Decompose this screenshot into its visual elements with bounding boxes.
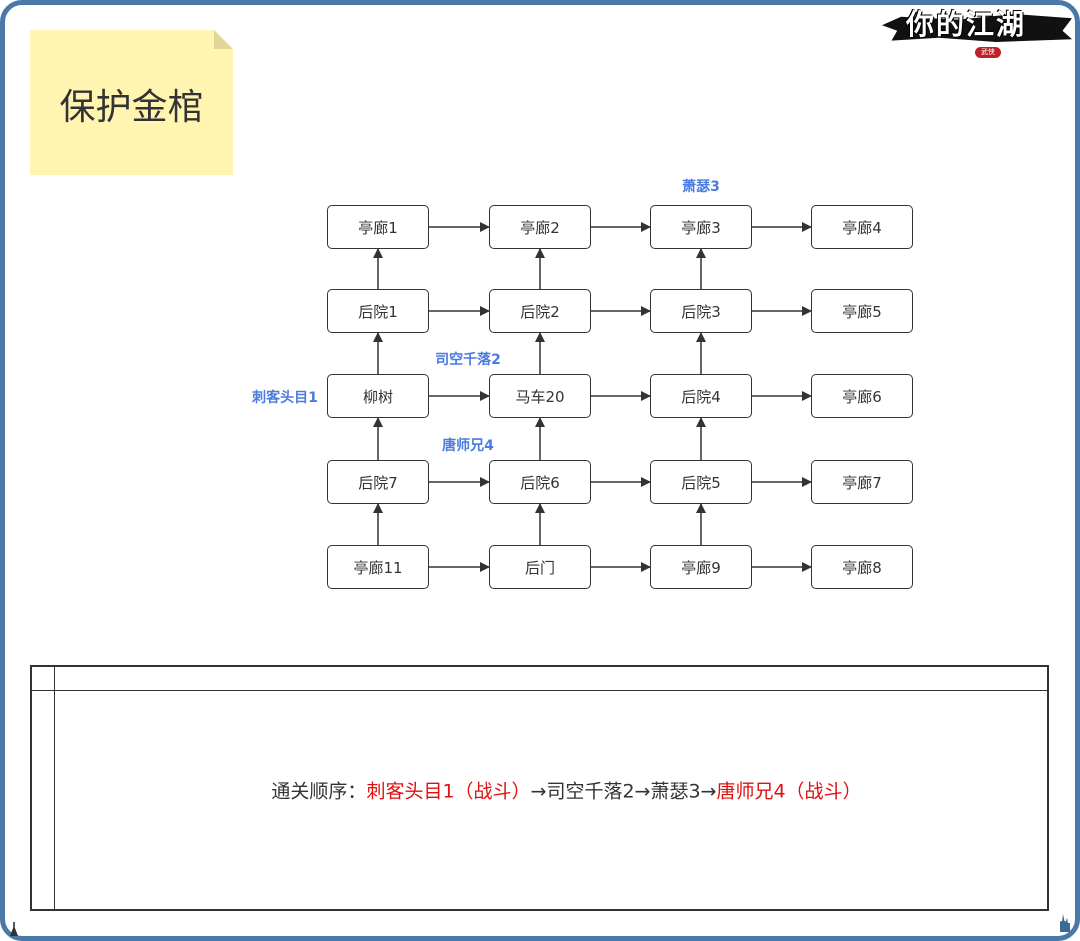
node: 后院7 bbox=[327, 460, 429, 504]
node: 后院3 bbox=[650, 289, 752, 333]
logo: 你的江湖 武侠 bbox=[882, 10, 1072, 60]
node: 亭廊4 bbox=[811, 205, 913, 249]
node: 亭廊11 bbox=[327, 545, 429, 589]
logo-badge: 武侠 bbox=[975, 47, 1001, 58]
node: 后院6 bbox=[489, 460, 591, 504]
node: 后院4 bbox=[650, 374, 752, 418]
node: 后门 bbox=[489, 545, 591, 589]
page-title: 保护金棺 bbox=[59, 87, 204, 128]
order-table bbox=[30, 665, 1049, 911]
node: 后院2 bbox=[489, 289, 591, 333]
annotation-xiaose: 萧瑟3 bbox=[682, 179, 720, 195]
node: 亭廊5 bbox=[811, 289, 913, 333]
table-header-divider bbox=[32, 690, 1047, 691]
annotation-cike: 刺客头目1 bbox=[252, 390, 318, 406]
node: 马车20 bbox=[489, 374, 591, 418]
annotation-tang: 唐师兄4 bbox=[442, 438, 494, 454]
node: 亭廊1 bbox=[327, 205, 429, 249]
node: 后院1 bbox=[327, 289, 429, 333]
node: 亭廊8 bbox=[811, 545, 913, 589]
logo-text: 你的江湖 bbox=[906, 8, 1027, 41]
node: 亭廊6 bbox=[811, 374, 913, 418]
corner-figure-icon bbox=[10, 922, 18, 936]
node: 亭廊7 bbox=[811, 460, 913, 504]
node: 柳树 bbox=[327, 374, 429, 418]
annotation-sikong: 司空千落2 bbox=[435, 352, 501, 368]
order-prefix: 通关顺序： bbox=[271, 780, 367, 803]
node: 后院5 bbox=[650, 460, 752, 504]
node: 亭廊2 bbox=[489, 205, 591, 249]
clear-order: 通关顺序：刺客头目1（战斗）→司空千落2→萧瑟3→唐师兄4（战斗） bbox=[53, 777, 1080, 804]
node: 亭廊3 bbox=[650, 205, 752, 249]
node: 亭廊9 bbox=[650, 545, 752, 589]
order-step4: 唐师兄4（战斗） bbox=[716, 780, 862, 803]
title-sticky-note bbox=[30, 30, 233, 175]
order-middle: →司空千落2→萧瑟3→ bbox=[530, 780, 717, 803]
order-step1: 刺客头目1（战斗） bbox=[366, 780, 531, 803]
logo-brush-stroke bbox=[882, 14, 1072, 42]
table-column-divider bbox=[54, 667, 55, 909]
corner-city-icon bbox=[1060, 914, 1070, 932]
